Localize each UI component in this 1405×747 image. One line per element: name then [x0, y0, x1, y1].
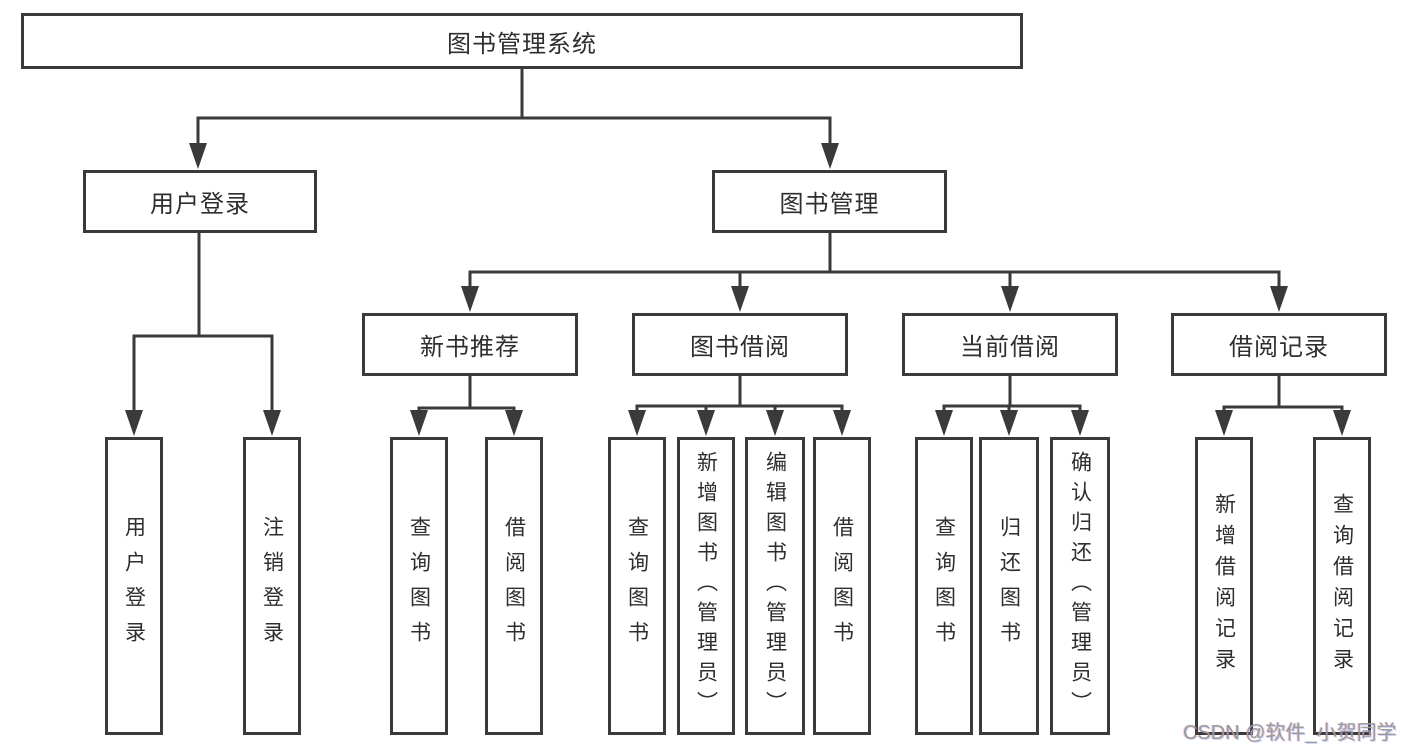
leaf-node-user-login-label: 用户登录	[122, 516, 146, 656]
leaf-node-user-login: 用户登录	[105, 437, 163, 735]
leaf-node-record-add: 新增借阅记录	[1195, 437, 1253, 735]
section-node-new-book: 新书推荐	[362, 313, 578, 376]
leaf-node-newbook-query-label: 查询图书	[407, 516, 431, 656]
section-node-new-book-label: 新书推荐	[420, 334, 520, 361]
leaf-node-current-confirm-label: 确认归还（管理员）	[1068, 451, 1092, 721]
leaf-node-newbook-query: 查询图书	[390, 437, 448, 735]
leaf-node-borrow-edit: 编辑图书（管理员）	[745, 437, 805, 735]
leaf-node-logout-label: 注销登录	[260, 516, 284, 656]
section-node-borrow-record: 借阅记录	[1171, 313, 1387, 376]
branch-node-user-login-label: 用户登录	[150, 191, 250, 218]
branch-node-user-login: 用户登录	[83, 170, 317, 233]
leaf-node-newbook-borrow: 借阅图书	[485, 437, 543, 735]
section-node-current-borrow-label: 当前借阅	[960, 334, 1060, 361]
leaf-node-borrow-edit-label: 编辑图书（管理员）	[763, 451, 787, 721]
leaf-node-current-query-label: 查询图书	[932, 516, 956, 656]
leaf-node-borrow-add: 新增图书（管理员）	[677, 437, 735, 735]
leaf-node-borrow-borrow: 借阅图书	[813, 437, 871, 735]
section-node-borrow-record-label: 借阅记录	[1229, 334, 1329, 361]
leaf-node-borrow-query-label: 查询图书	[625, 516, 649, 656]
leaf-node-current-confirm: 确认归还（管理员）	[1050, 437, 1110, 735]
branch-node-book-mgmt: 图书管理	[712, 170, 947, 233]
branch-node-book-mgmt-label: 图书管理	[779, 191, 880, 218]
watermark-text: CSDN @软件_小贺同学	[1183, 722, 1397, 744]
leaf-node-current-query: 查询图书	[915, 437, 973, 735]
leaf-node-current-return-label: 归还图书	[997, 516, 1021, 656]
leaf-node-record-query: 查询借阅记录	[1313, 437, 1371, 735]
root-node-label: 图书管理系统	[447, 30, 597, 58]
section-node-current-borrow: 当前借阅	[902, 313, 1118, 376]
leaf-node-record-add-label: 新增借阅记录	[1212, 493, 1236, 679]
leaf-node-borrow-add-label: 新增图书（管理员）	[694, 451, 718, 721]
root-node-system: 图书管理系统	[21, 13, 1023, 69]
leaf-node-logout: 注销登录	[243, 437, 301, 735]
section-node-book-borrow-label: 图书借阅	[690, 334, 790, 361]
leaf-node-borrow-borrow-label: 借阅图书	[830, 516, 854, 656]
section-node-book-borrow: 图书借阅	[632, 313, 848, 376]
leaf-node-borrow-query: 查询图书	[608, 437, 666, 735]
leaf-node-record-query-label: 查询借阅记录	[1330, 493, 1354, 679]
leaf-node-current-return: 归还图书	[979, 437, 1039, 735]
leaf-node-newbook-borrow-label: 借阅图书	[502, 516, 526, 656]
